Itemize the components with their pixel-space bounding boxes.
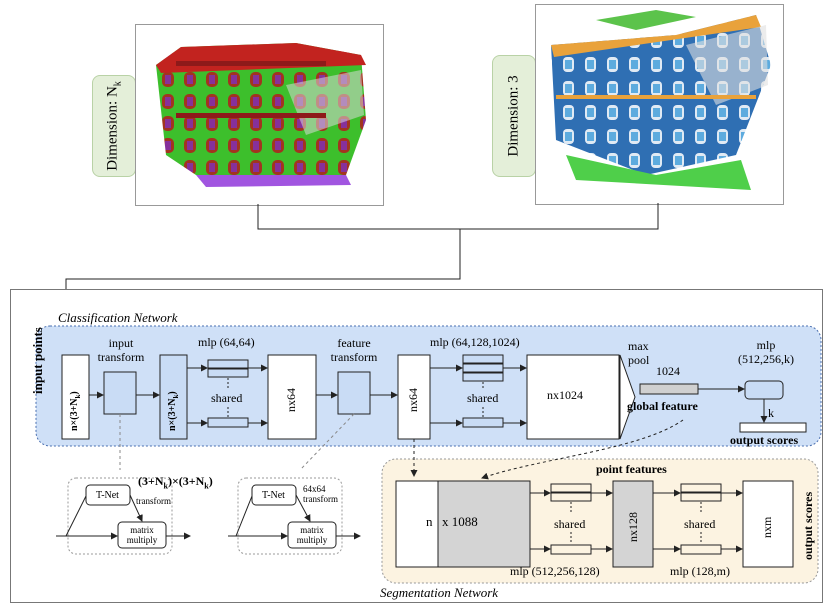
mlp2-label: mlp (64,128,1024) bbox=[430, 335, 520, 349]
connector-lines bbox=[65, 203, 659, 290]
seg-shared-label-2: shared bbox=[684, 517, 716, 531]
feature-transform-box bbox=[337, 371, 371, 415]
shared-label-1: shared bbox=[211, 391, 243, 405]
transformed-points-box bbox=[159, 354, 188, 440]
seg-nxm-box bbox=[742, 480, 794, 568]
tnet-left-matrix-label: (3+Nk)×(3+Nk) bbox=[138, 474, 213, 491]
tnet-left-transform-label: transform bbox=[136, 496, 171, 506]
mlp1-label: mlp (64,64) bbox=[198, 335, 255, 349]
seg-nx128-box bbox=[612, 480, 654, 568]
tnet-left-multiply-label: matrix multiply bbox=[126, 525, 158, 545]
classification-network-title: Classification Network bbox=[58, 310, 178, 325]
max-pool-shape bbox=[619, 354, 636, 440]
point-features-label: point features bbox=[596, 462, 667, 476]
seg-x1088-box bbox=[437, 480, 531, 568]
segmentation-network-title: Segmentation Network bbox=[380, 585, 499, 600]
cls-mlp-label: mlp (512,256,k) bbox=[738, 338, 794, 366]
seg-mlp1-label: mlp (512,256,128) bbox=[510, 564, 600, 578]
tnet-right-matrix-label: 64x64 transform bbox=[303, 484, 338, 504]
seg-n-label: n bbox=[426, 514, 433, 529]
cls-output-bar bbox=[739, 422, 807, 433]
seg-shared-label-1: shared bbox=[554, 517, 586, 531]
global-feature-label: global feature bbox=[627, 399, 698, 413]
max-pool-label: max pool bbox=[628, 339, 650, 367]
input-points-box bbox=[61, 354, 90, 440]
right-dimension-label: Dimension: 3 bbox=[492, 55, 536, 177]
nx1024-box bbox=[526, 354, 620, 440]
global-feature-bar bbox=[639, 383, 699, 395]
seg-nx128-label: nx128 bbox=[626, 512, 640, 542]
nx64-label-1: nx64 bbox=[284, 388, 298, 412]
left-dimension-label: Dimension: Nk bbox=[92, 75, 136, 177]
seg-nxm-label: nxm bbox=[760, 516, 774, 538]
global-size-label: 1024 bbox=[656, 364, 680, 378]
building-scan-xyz-image bbox=[535, 4, 784, 205]
tnet-right-label: T-Net bbox=[262, 490, 285, 501]
seg-mlp2-label: mlp (128,m) bbox=[670, 564, 730, 578]
nx64-label-2: nx64 bbox=[406, 388, 420, 412]
nx1024-label: nx1024 bbox=[547, 388, 583, 402]
cls-output-scores-label: output scores bbox=[730, 433, 799, 447]
shared-label-2: shared bbox=[467, 391, 499, 405]
pointnet-frame bbox=[10, 289, 823, 603]
seg-x1088-label: x 1088 bbox=[442, 514, 478, 529]
nx64-box-2 bbox=[397, 354, 431, 440]
tnet-left-multiply-box bbox=[117, 521, 167, 549]
input-transform-box bbox=[103, 371, 137, 415]
input-transform-label: input transform bbox=[97, 336, 145, 364]
input-points-label: input points bbox=[30, 327, 45, 394]
input-box-label: n×(3+Nk) bbox=[69, 391, 82, 431]
seg-output-scores-label: output scores bbox=[801, 491, 815, 560]
nx64-box-1 bbox=[267, 354, 317, 440]
tnet-right-multiply-label: matrix multiply bbox=[296, 525, 328, 545]
transformed-box-label: n×(3+Nk) bbox=[167, 391, 180, 431]
k-label: k bbox=[768, 406, 774, 420]
feature-transform-label: feature transform bbox=[330, 336, 378, 364]
building-scan-features-image bbox=[135, 24, 384, 206]
tnet-left-label: T-Net bbox=[96, 490, 119, 501]
tnet-right-multiply-box bbox=[287, 521, 337, 549]
cls-mlp-box bbox=[744, 380, 784, 400]
